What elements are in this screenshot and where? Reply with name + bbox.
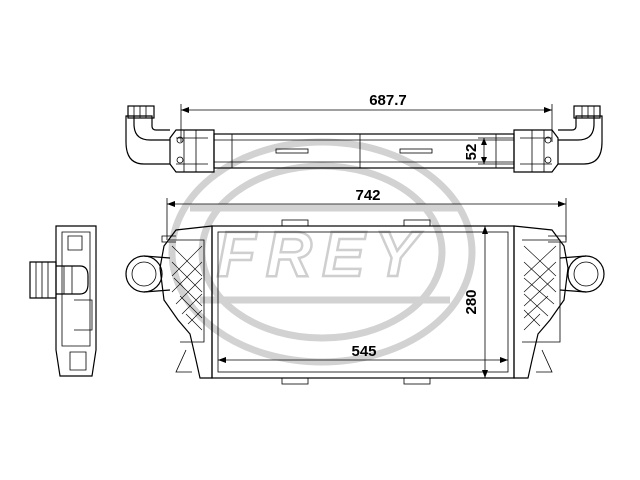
dimension-top-length: 687.7	[180, 92, 553, 142]
dimension-label-core-height: 280	[463, 289, 480, 314]
dimension-core-width: 545	[218, 343, 508, 363]
dimension-overall-width: 742	[166, 187, 567, 240]
dimension-label-top-height: 52	[463, 144, 480, 161]
frey-watermark: FREY	[168, 138, 476, 366]
watermark-text: FREY	[217, 218, 428, 290]
dimension-top-height: 52	[463, 137, 514, 165]
front-view: 742	[125, 187, 605, 385]
side-view	[29, 225, 97, 377]
top-view: 687.7	[125, 92, 603, 173]
dimension-core-height: 280	[463, 226, 488, 378]
dimension-label-top-length: 687.7	[369, 92, 407, 109]
dimension-label-overall-width: 742	[355, 187, 380, 204]
dimension-label-core-width: 545	[351, 343, 376, 360]
